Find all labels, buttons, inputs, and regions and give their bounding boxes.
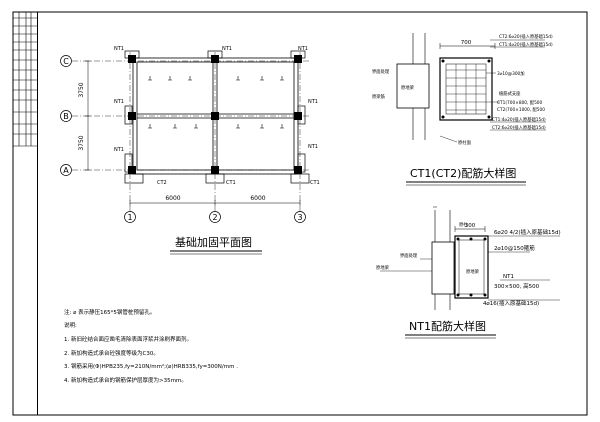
ct-label-ct2-bottom: CT2:6⌀20(插入原基础15d) [492, 124, 546, 131]
ct-label-stirrup: 3⌀10@300加 [497, 70, 525, 77]
axis-lines [72, 52, 310, 212]
ct-label-ct1-size: CT1(700×800, 配500 [497, 100, 543, 106]
row-label-a: A [63, 166, 69, 175]
row-axis-bubbles: C B A [60, 55, 72, 176]
row-dim-1: 3750 [78, 82, 85, 97]
ct-label-interface: 界面处理 [372, 68, 390, 75]
ct1-label-1: CT1 [226, 180, 236, 186]
row-label-c: C [63, 57, 69, 66]
nt1-label-2: NT1 [222, 46, 232, 52]
nt1-label-7: NT1 [308, 144, 318, 150]
nt1-label-4: NT1 [114, 99, 124, 105]
ct-label-ct2-size: CT2(700×1000, 配500 [497, 107, 545, 113]
row-label-b: B [63, 112, 69, 121]
sheet-border [12, 11, 588, 416]
foundation-plan: C B A 3750 3750 6000 6000 1 2 [60, 46, 320, 255]
ct-label-ct2-top: CT2:6⌀20(插入原基础15d) [499, 33, 553, 40]
ct-dim-700: 700 [461, 40, 472, 46]
nt1-label-5: NT1 [308, 99, 318, 105]
nt-new-tie [454, 235, 489, 299]
nt-label-name: NT1 [503, 274, 514, 280]
title-strip [13, 12, 37, 147]
nt-leaders [380, 235, 560, 301]
title-strip-divider [37, 12, 38, 415]
ct-label-support: 植筋式支座 [499, 90, 521, 97]
nt1-label-6: NT1 [114, 147, 124, 153]
plan-title: 基础加固平面图 [175, 236, 252, 249]
ct-label-ct1-top: CT1:4⌀20(插入原基础15d) [499, 41, 553, 48]
nt1-label-1: NT1 [114, 46, 124, 52]
ct-detail-title: CT1(CT2)配筋大样图 [410, 166, 516, 180]
ct-label-ct1-bottom: CT1:4⌀20(插入原基础15d) [492, 116, 546, 123]
ct-label-original-rebar: 原梁筋 [372, 93, 386, 100]
nt-label-size: 300×500, 高500 [494, 282, 540, 290]
nt-label-column: 原柱 [459, 221, 468, 228]
col-label-2: 2 [212, 213, 217, 222]
col-label-3: 3 [297, 213, 302, 222]
ct2-label: CT2 [157, 180, 167, 186]
nt-label-beam-inside: 原地梁 [466, 268, 480, 275]
nt-label-bottom-rebar: 4⌀16(插入原基础15d) [483, 299, 539, 307]
pile-hole-marks [148, 76, 284, 129]
notes-legend: 注: ⌀ 表示静压165*5钢管桩预留孔。 [64, 310, 156, 316]
nt-label-top-rebar: 6⌀20 4/2(插入原基础15d) [494, 228, 561, 236]
ct-new-cap [439, 57, 493, 121]
col-label-1: 1 [127, 213, 132, 222]
col-dimension [129, 200, 301, 206]
row-dimension [85, 60, 91, 171]
nt-detail: 300 原柱 6⌀20 4/2(插入原基础15d) 界面处理 原地梁 2⌀10@… [376, 206, 561, 339]
ct-label-column-face: 原柱面 [458, 139, 472, 146]
nt-label-stirrup: 2⌀10@150箍筋 [494, 244, 535, 252]
nt-dim-300: 300 [465, 223, 476, 229]
ct-detail: 700 [372, 33, 553, 186]
notes-item-3: 3. 钢筋采用(Φ)HPB235,fy=210N/mm²;(⌀)HRB335,f… [64, 364, 238, 370]
ct1-label-2: CT1 [310, 180, 320, 186]
notes-item-4: 4. 新加构造式承台的钢筋保护层厚度为>35mm。 [64, 378, 187, 384]
col-dim-1: 6000 [165, 195, 180, 202]
nt-label-interface: 界面处理 [400, 252, 418, 259]
notes-item-1: 1. 新旧砼结合面应凿毛清除表面浮浆并涂刷界面剂。 [64, 337, 192, 343]
notes-heading: 说明: [64, 323, 77, 329]
nt-detail-title: NT1配筋大样图 [409, 319, 486, 333]
ct-leaders [439, 39, 546, 143]
notes-item-2: 2. 新加构造式承台砼强度等级为C30。 [64, 351, 159, 357]
col-dim-2: 6000 [250, 195, 265, 202]
nt1-label-3: NT1 [298, 46, 308, 52]
col-axis-bubbles: 1 2 3 [124, 211, 306, 223]
ct-label-original-beam: 原地梁 [401, 84, 415, 91]
nt-blocks [124, 50, 310, 184]
row-dim-2: 3750 [78, 135, 85, 150]
nt-original-beam [431, 241, 455, 295]
nt-label-original-beam: 原地梁 [376, 264, 390, 271]
ct-rebar-hatch [446, 64, 486, 114]
